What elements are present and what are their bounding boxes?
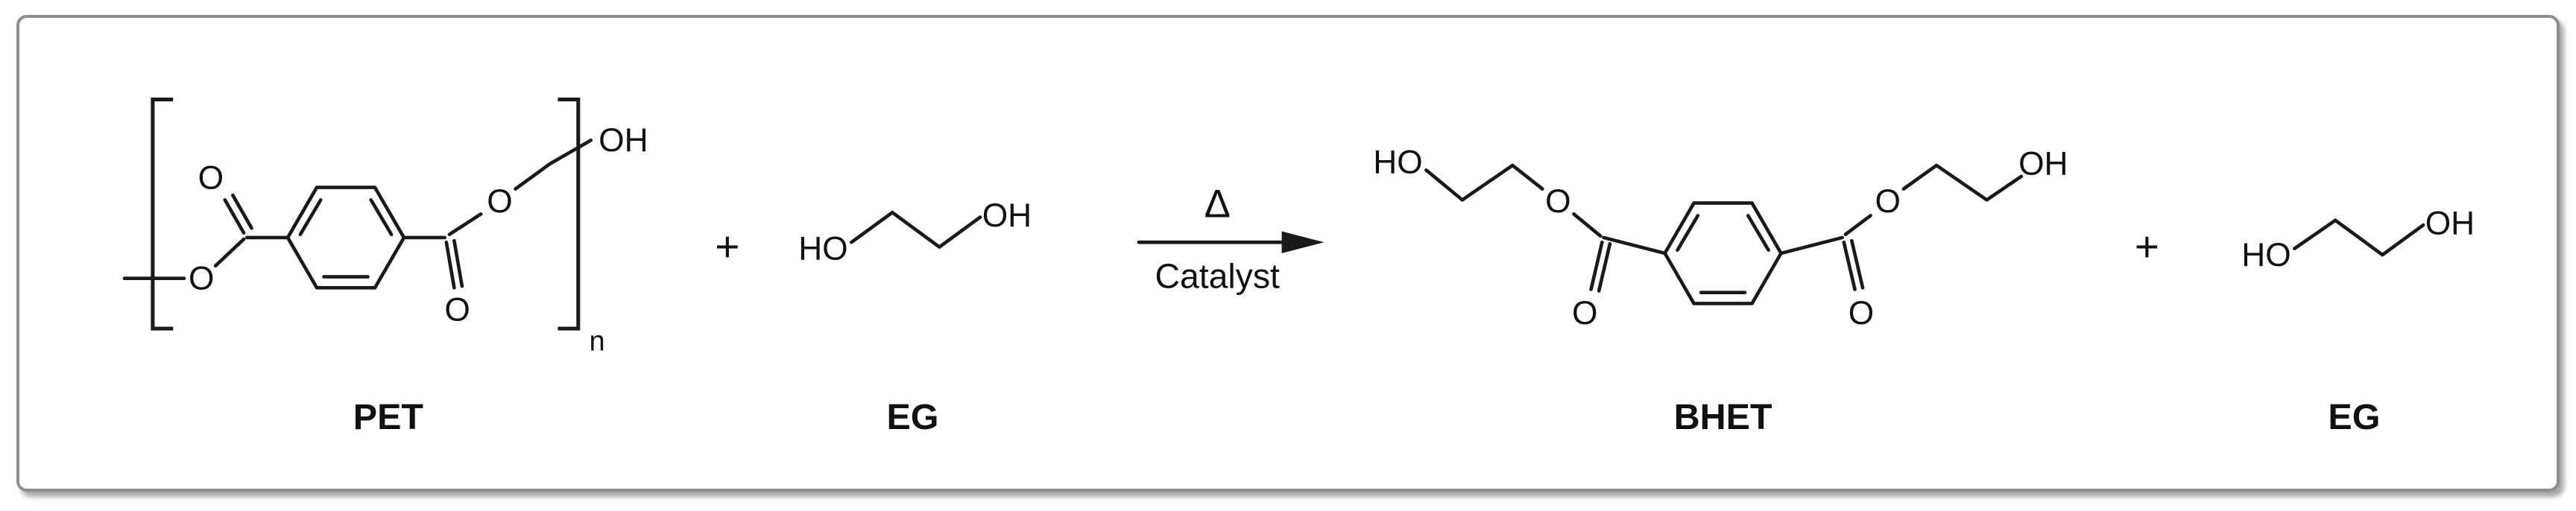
plus-sign: + <box>2135 224 2159 271</box>
double-bond <box>1849 238 1865 290</box>
ring-double-bond <box>298 198 323 237</box>
pet-ester-oxygen-left: O <box>189 260 214 296</box>
bond <box>447 212 483 237</box>
ring-double-bond <box>1676 214 1700 253</box>
double-bond <box>1842 240 1857 291</box>
bond <box>1901 163 1939 191</box>
eg-reactant-label: EG <box>887 397 939 437</box>
bond <box>1779 235 1844 256</box>
eg-reactant-structure: HO OH EG <box>798 197 1032 437</box>
bond <box>1424 168 1465 202</box>
bond <box>1572 212 1603 238</box>
double-bond <box>444 240 456 290</box>
double-bond <box>223 198 246 235</box>
double-bond <box>452 238 464 288</box>
eg-product-structure: HO OH EG <box>2241 206 2475 437</box>
eg-hydroxyl-left: HO <box>2241 237 2291 273</box>
bond <box>890 210 941 249</box>
bond <box>2333 218 2384 257</box>
eg-hydroxyl-right: OH <box>2425 206 2475 242</box>
heat-delta-symbol: Δ <box>1205 182 1231 226</box>
bhet-structure: HO O O O <box>1373 145 2068 437</box>
pet-structure: n O O O O <box>122 98 648 437</box>
bond <box>850 210 894 244</box>
reaction-scheme-svg: n O O O O <box>122 98 2475 437</box>
bhet-ester-oxygen-left: O <box>1545 183 1570 220</box>
bhet-carbonyl-oxygen-left: O <box>1572 295 1597 331</box>
benzene-ring <box>285 185 406 290</box>
bhet-label: BHET <box>1674 397 1772 437</box>
reaction-arrow: Δ Catalyst <box>1137 182 1325 295</box>
arrow-head <box>1281 231 1325 253</box>
double-bond <box>1589 240 1604 291</box>
pet-ester-oxygen-right: O <box>487 183 512 220</box>
ring-double-bond <box>1746 214 1770 253</box>
pet-label: PET <box>353 397 424 437</box>
plus-sign: + <box>715 224 739 271</box>
bond <box>1985 174 2024 202</box>
figure-border: n O O O O <box>16 15 2560 492</box>
eg-hydroxyl-right: OH <box>982 197 1032 234</box>
eg-hydroxyl-left: HO <box>798 230 847 267</box>
subscript-n: n <box>590 326 605 358</box>
bhet-hydroxyl-left: HO <box>1373 145 1422 181</box>
bond <box>548 139 593 166</box>
catalyst-text: Catalyst <box>1155 256 1280 295</box>
bond <box>2293 218 2337 250</box>
bond <box>1510 163 1544 191</box>
polymer-bracket-left <box>151 98 174 331</box>
bond <box>2381 223 2425 257</box>
bond <box>1460 163 1515 202</box>
pet-carbonyl-oxygen-left: O <box>198 160 224 197</box>
double-bond <box>231 193 253 230</box>
ring-double-bond <box>369 198 394 237</box>
bond <box>1934 163 1989 202</box>
bond <box>938 215 982 249</box>
polymer-bracket-right <box>558 98 581 331</box>
pet-terminal-hydroxyl: OH <box>599 122 648 159</box>
bond <box>1602 235 1667 256</box>
bond <box>213 237 246 268</box>
pet-carbonyl-oxygen-right: O <box>444 292 470 328</box>
benzene-ring <box>1663 201 1783 305</box>
double-bond <box>1597 242 1612 293</box>
bhet-carbonyl-oxygen-right: O <box>1849 295 1874 331</box>
bond <box>514 162 552 191</box>
bond <box>1843 214 1872 237</box>
bhet-ester-oxygen-right: O <box>1875 183 1901 220</box>
eg-product-label: EG <box>2328 397 2380 437</box>
bhet-hydroxyl-right: OH <box>2018 146 2068 182</box>
